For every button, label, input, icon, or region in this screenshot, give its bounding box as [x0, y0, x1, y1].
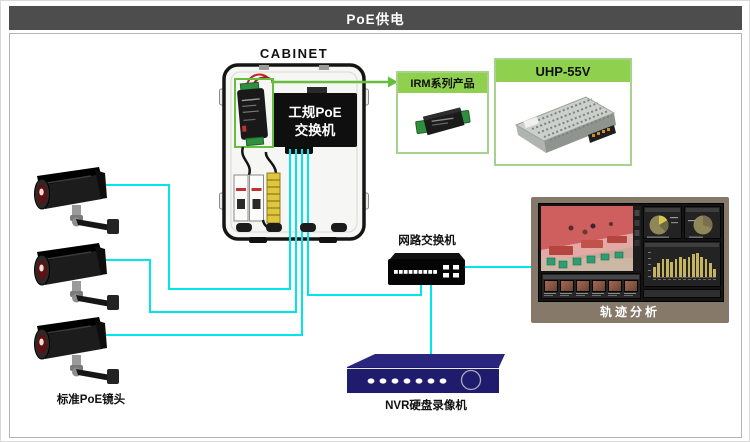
detection-thumbnail-panel — [541, 273, 641, 299]
bar — [653, 267, 656, 277]
wire-camera1-to-cabinet — [101, 184, 291, 290]
circuit-breakers — [233, 146, 281, 229]
bar — [709, 262, 712, 277]
monitor-label: 轨迹分析 — [599, 305, 660, 319]
page-title: PoE供电 — [346, 12, 405, 27]
thumbnail — [544, 280, 558, 296]
bar — [657, 262, 661, 277]
bar — [661, 259, 665, 277]
thumbnail — [608, 280, 622, 296]
bar — [687, 256, 691, 277]
analysis-monitor: 轨迹分析 — [531, 197, 729, 323]
wire-cabinet-to-switch — [307, 243, 422, 296]
nvr-label: NVR硬盘录像机 — [385, 400, 467, 412]
bar — [700, 257, 704, 277]
bar — [670, 261, 673, 277]
thumbnail — [624, 280, 638, 296]
bar — [691, 253, 695, 277]
wire-camera2-to-cabinet — [101, 243, 297, 313]
poe-camera-2 — [34, 243, 119, 310]
uhp-product-panel: UHP-55V — [494, 58, 632, 166]
network-switch-label: 网路交换机 — [398, 235, 456, 247]
network-switch — [388, 253, 465, 285]
pie-chart-1 — [647, 215, 678, 238]
thumbnail — [592, 280, 606, 296]
uhp-panel-title: UHP-55V — [496, 60, 630, 82]
bar — [683, 259, 686, 277]
thumbnail-strip — [544, 280, 638, 296]
monitor-screen — [538, 203, 724, 302]
poe-camera-1 — [34, 167, 119, 234]
pie-chart-panel-2 — [684, 206, 721, 239]
bar — [696, 253, 699, 277]
irm-module-in-cabinet — [234, 73, 275, 148]
thumbnail — [576, 280, 590, 296]
bar — [678, 257, 682, 277]
irm-highlight-box — [234, 78, 274, 148]
poe-switch-text-line1: 工规PoE — [288, 105, 341, 120]
irm-product-panel: IRM系列产品 — [396, 71, 489, 154]
bar — [665, 259, 669, 277]
bar — [674, 259, 678, 277]
thumbnail — [560, 280, 574, 296]
status-strip-panel — [643, 289, 721, 298]
uhp-psu-icon — [514, 96, 616, 153]
wire-camera3-to-cabinet — [101, 243, 303, 336]
bar-chart — [653, 245, 717, 278]
video-feed — [541, 206, 641, 271]
bar — [713, 269, 717, 277]
green-arrow — [271, 76, 398, 88]
poe-switch-text-line2: 交换机 — [295, 122, 336, 138]
pie-chart-panel-1 — [643, 206, 682, 239]
irm-panel-title: IRM系列产品 — [398, 73, 487, 93]
cabinet-label: CABINET — [259, 46, 329, 61]
bar — [704, 259, 708, 277]
industrial-poe-switch: 工规PoE 交换机 — [273, 87, 357, 147]
poe-camera-3 — [34, 317, 119, 384]
cameras-label: 标准PoE镜头 — [56, 394, 126, 406]
pie-chart-2 — [688, 215, 713, 238]
irm-module-icon — [414, 106, 471, 135]
nvr-recorder — [347, 354, 505, 393]
title-bar: PoE供电 — [9, 6, 742, 30]
cabinet-enclosure: 工规PoE 交换机 — [219, 63, 369, 245]
bar-chart-panel — [643, 241, 721, 287]
cabinet-cable-glands — [236, 223, 347, 243]
